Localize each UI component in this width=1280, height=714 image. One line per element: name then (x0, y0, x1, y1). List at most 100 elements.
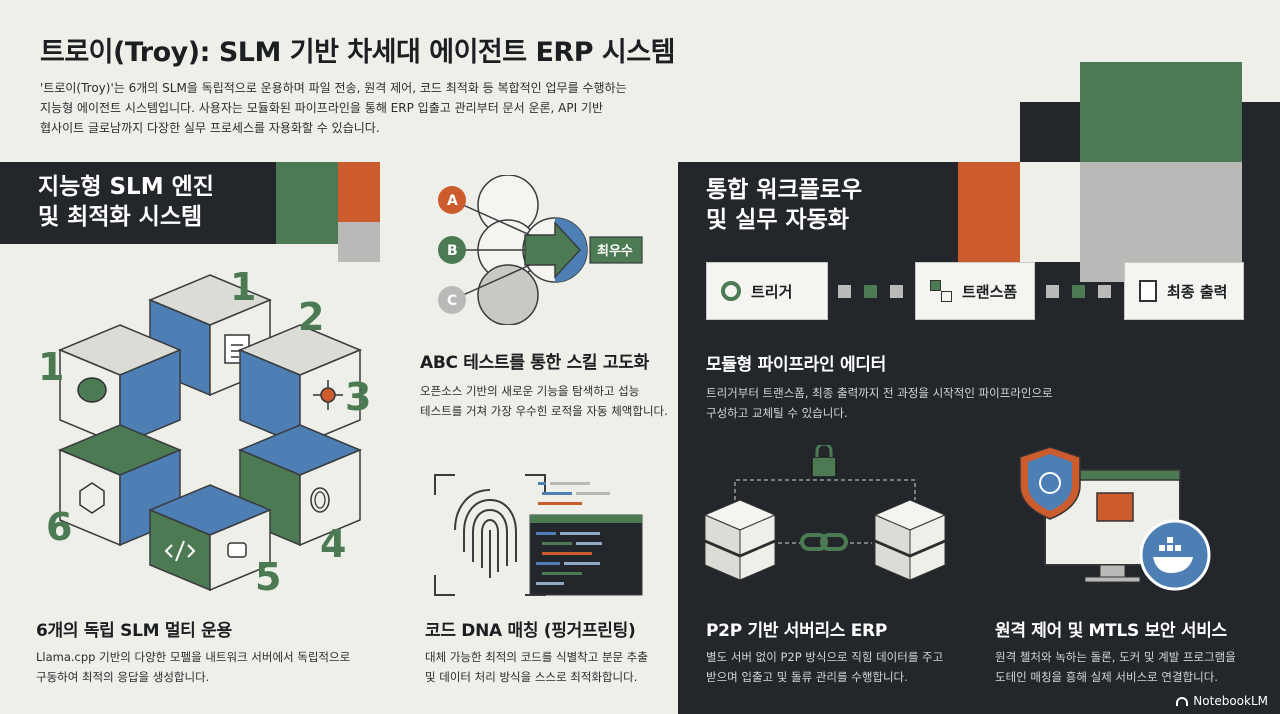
deco-block (1080, 62, 1242, 162)
lock-icon (811, 456, 837, 478)
transform-label: 트랜스폼 (962, 282, 1018, 301)
deco-block (958, 162, 1020, 262)
section-title-line: 및 실무 자동화 (706, 207, 849, 233)
multi-slm-heading: 6개의 독립 SLM 멀티 운용 (36, 621, 232, 641)
network-icon (320, 387, 336, 403)
deco-block (338, 222, 380, 262)
brand-watermark: NotebookLM (1176, 694, 1268, 708)
notebooklm-logo-icon (1176, 696, 1189, 706)
trigger-icon (721, 281, 741, 301)
abc-letter-c: C (447, 293, 457, 309)
cube-6 (58, 424, 182, 547)
deco-block (1020, 102, 1080, 162)
cube-number: 1 (38, 345, 64, 389)
folder-icon (1096, 492, 1134, 522)
cube-2 (238, 324, 362, 447)
section-title-right: 통합 워크플로우 및 실무 자동화 (706, 175, 862, 235)
section-title-line: 및 최적화 시스템 (38, 204, 203, 230)
remote-section: 원격 제어 및 MTLS 보안 서비스 원격 첼처와 녹하는 돌론, 도커 및 … (995, 616, 1265, 687)
code-dna-heading: 코드 DNA 매칭 (핑거프린팅) (425, 621, 636, 641)
best-label: 최우수 (597, 244, 633, 259)
multi-slm-section: 6개의 독립 SLM 멀티 운용 Llama.cpp 기반의 다양한 모펠을 내… (36, 616, 396, 687)
deco-block (1242, 102, 1280, 162)
connector-dot (838, 285, 851, 298)
output-label: 최종 출력 (1167, 282, 1228, 301)
connector-dot (1072, 285, 1085, 298)
abc-letter-b: B (447, 243, 458, 259)
cube-number: 2 (298, 295, 324, 339)
code-dna-desc-line: 대체 가능한 최적의 코드를 식별착고 분문 추출 (425, 650, 648, 664)
p2p-desc-line: 받으며 입출고 및 돌류 관리를 수행합니다. (706, 670, 908, 684)
code-dna-desc-line: 및 데이터 처리 방식을 스스로 최적화합니다. (425, 670, 638, 684)
intro-text: '트로이(Troy)'는 6개의 SLM을 독립적으로 운용하며 파일 전송, … (40, 78, 680, 138)
pipeline-desc: 트리거부터 트랜스폼, 최종 출력까지 전 과정을 시작적인 파이프라인으로 구… (706, 383, 1146, 423)
abc-desc: 오픈소스 기반의 새로운 기능을 탐색하고 섭능 테스트를 거쳐 가장 우수힌 … (420, 381, 670, 421)
cube-ring-illustration: 1 1 2 3 4 5 6 (38, 265, 371, 595)
chain-link-icon (800, 533, 848, 551)
trigger-box: 트리거 (706, 262, 828, 320)
docker-icon (1139, 519, 1211, 591)
cube-number: 4 (320, 522, 346, 566)
multi-slm-desc: Llama.cpp 기반의 다양한 모펠을 내트워크 서버에서 독립적으로 구동… (36, 647, 396, 687)
code-dna-section: 코드 DNA 매칭 (핑거프린팅) 대체 가능한 최적의 코드를 식별착고 분문… (425, 616, 675, 687)
abc-test-diagram: A B C 최우수 (438, 175, 643, 325)
section-title-left: 지능형 SLM 엔진 및 최적화 시스템 (38, 172, 214, 232)
arrow-right-icon (524, 221, 582, 279)
cube-number: 6 (46, 505, 72, 549)
remote-illustration (1019, 446, 1211, 591)
section-title-line: 통합 워크플로우 (706, 177, 863, 203)
intro-line: '트로이(Troy)'는 6개의 SLM을 독립적으로 운용하며 파일 전송, … (40, 81, 627, 95)
abc-desc-line: 테스트를 거쳐 가장 우수힌 로적을 자동 체액합니다. (420, 404, 668, 418)
brand-label: NotebookLM (1193, 694, 1268, 708)
deco-block (1020, 162, 1080, 262)
trigger-label: 트리거 (751, 282, 793, 301)
connector-dot (1098, 285, 1111, 298)
code-icon (164, 540, 196, 562)
remote-desc: 원격 첼처와 녹하는 돌론, 도커 및 계발 프로그램을 도테인 매칭을 흥해 … (995, 647, 1265, 687)
abc-section: ABC 테스트를 통한 스킬 고도화 오픈소스 기반의 새로운 기능을 탐색하고… (420, 348, 670, 421)
abc-letter-a: A (447, 193, 458, 209)
remote-desc-line: 원격 첼처와 녹하는 돌론, 도커 및 계발 프로그램을 (995, 650, 1236, 664)
remote-heading: 원격 제어 및 MTLS 보안 서비스 (995, 621, 1227, 641)
p2p-section: P2P 기반 서버리스 ERP 별도 서버 없이 P2P 방식으로 직힘 데이터… (706, 616, 976, 687)
robot-icon (227, 542, 247, 558)
pipeline-heading: 모듈형 파이프라인 에디터 (706, 355, 886, 375)
multi-slm-desc-line: 구동하여 최적의 응답을 생성합니다. (36, 670, 210, 684)
code-dna-desc: 대체 가능한 최적의 코드를 식별착고 분문 추출 및 데이터 처리 방식을 스… (425, 647, 675, 687)
transform-icon (930, 280, 952, 302)
abc-heading: ABC 테스트를 통한 스킬 고도화 (420, 353, 649, 373)
intro-line: 지능형 에이전트 시스템입니다. 사용자는 모듈화된 파이프라인을 통해 ERP… (40, 101, 604, 115)
remote-desc-line: 도테인 매칭을 흥해 실제 서비스로 연결합니다. (995, 670, 1218, 684)
transform-box: 트랜스폼 (915, 262, 1035, 320)
server-icon (873, 499, 947, 581)
fingerprint-icon (310, 487, 330, 513)
molecule-icon (79, 482, 105, 514)
intro-line: 협사이트 글로남까지 다장한 실무 프로세스를 자용화할 수 있습니다. (40, 121, 380, 135)
output-box: 최종 출력 (1124, 262, 1244, 320)
abc-desc-line: 오픈소스 기반의 새로운 기능을 탐색하고 섭능 (420, 384, 640, 398)
pipeline-desc-line: 구성하고 교체틸 수 있습니다. (706, 406, 848, 420)
p2p-heading: P2P 기반 서버리스 ERP (706, 621, 888, 641)
connector-dot (1046, 285, 1059, 298)
connector-dot (890, 285, 903, 298)
connector-dot (864, 285, 877, 298)
deco-block (276, 162, 338, 244)
pipeline-section: 모듈형 파이프라인 에디터 트리거부터 트랜스폼, 최종 출력까지 전 과정을 … (706, 350, 1146, 423)
cube-1-left (58, 324, 182, 447)
p2p-desc-line: 별도 서버 없이 P2P 방식으로 직힘 데이터를 주고 (706, 650, 944, 664)
fingerprint-icon (454, 489, 517, 578)
page-title: 트로이(Troy): SLM 기반 차세대 에이전트 ERP 시스템 (40, 37, 675, 68)
deco-block (338, 162, 380, 222)
document-icon (1139, 280, 1157, 302)
cube-number: 1 (230, 265, 256, 309)
multi-slm-desc-line: Llama.cpp 기반의 다양한 모펠을 내트워크 서버에서 독립적으로 (36, 650, 351, 664)
pipeline-desc-line: 트리거부터 트랜스폼, 최종 출력까지 전 과정을 시작적인 파이프라인으로 (706, 386, 1053, 400)
brain-icon (77, 377, 107, 403)
cube-5 (148, 484, 272, 592)
p2p-desc: 별도 서버 없이 P2P 방식으로 직힘 데이터를 주고 받으며 입출고 및 돌… (706, 647, 976, 687)
server-icon (703, 499, 777, 581)
code-dna-illustration (434, 474, 643, 596)
cube-number: 5 (255, 555, 281, 595)
section-title-line: 지능형 SLM 엔진 (38, 174, 214, 200)
cube-number: 3 (345, 375, 371, 419)
